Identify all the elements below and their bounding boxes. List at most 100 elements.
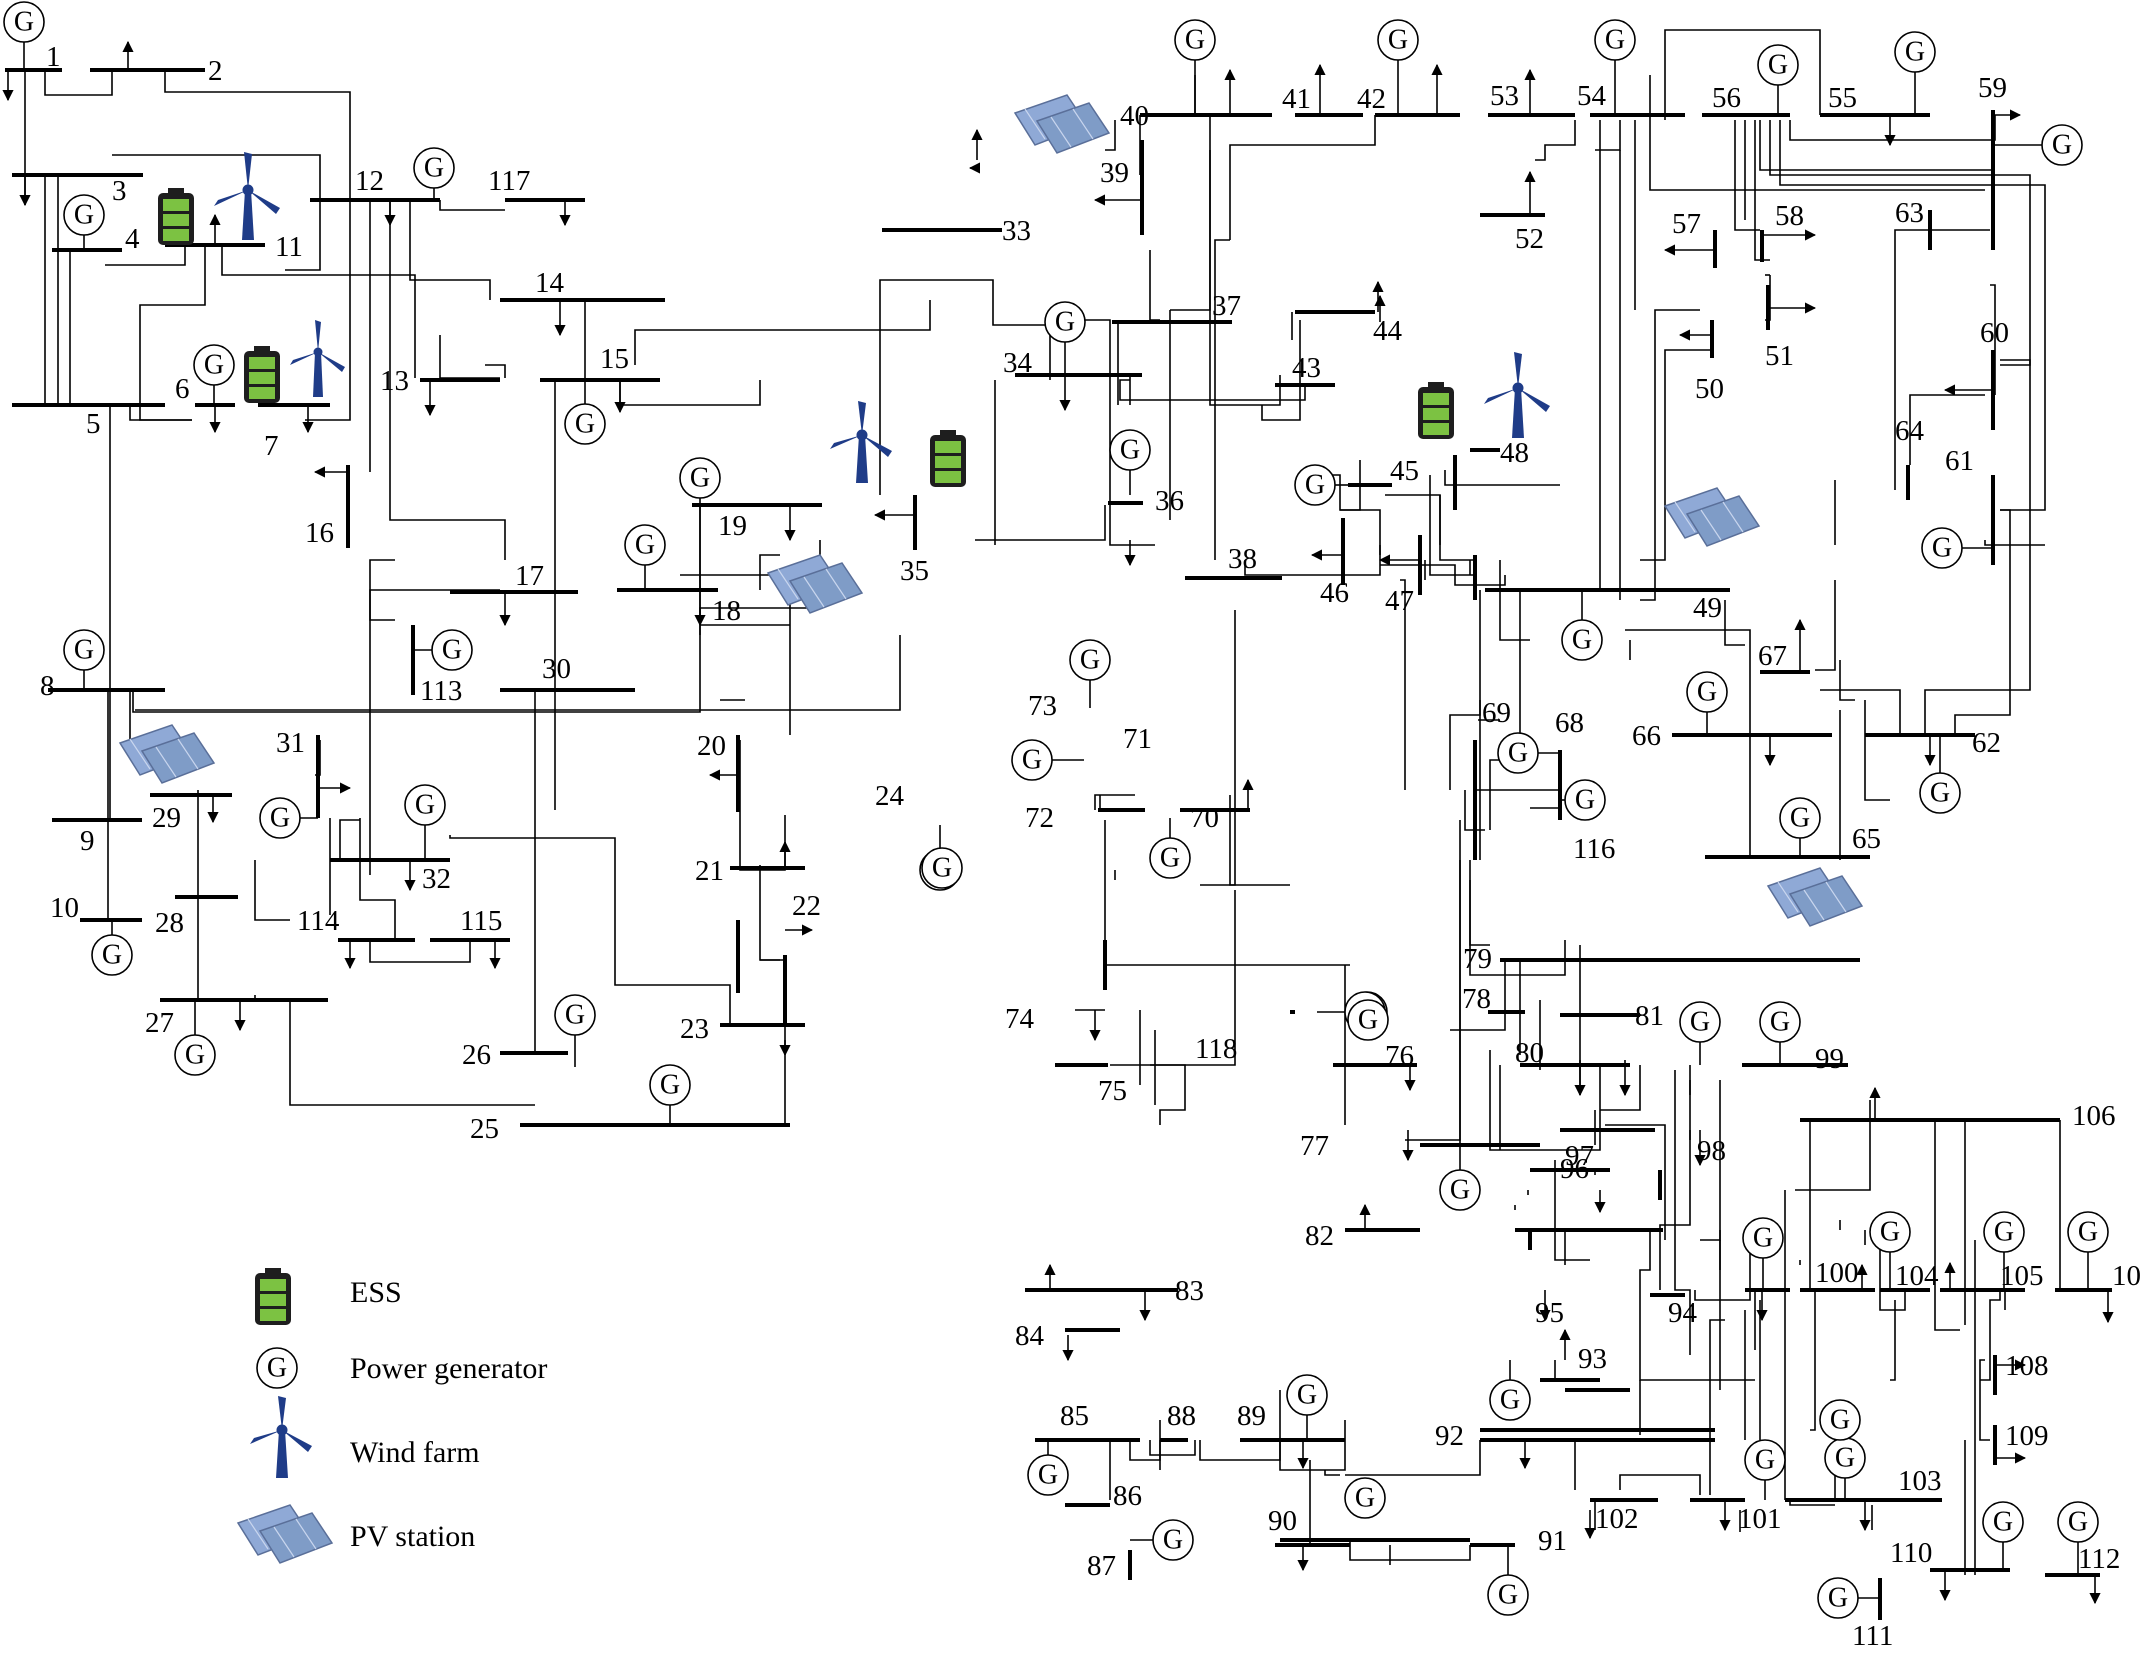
bus-label: 55 xyxy=(1828,82,1857,114)
generator-icon: G xyxy=(1819,1399,1861,1441)
generator-symbol: G xyxy=(1994,1217,2014,1248)
bus-label: 76 xyxy=(1385,1040,1414,1072)
generator-icon: G xyxy=(1894,31,1936,115)
generator-symbol: G xyxy=(660,1070,680,1101)
pv-panel-icon xyxy=(1767,867,1863,927)
generator-symbol: G xyxy=(1358,1005,1378,1036)
generator-symbol: G xyxy=(1575,785,1595,816)
bus-label: 91 xyxy=(1538,1525,1567,1557)
generator-symbol: G xyxy=(1498,1580,1518,1611)
bus-label: 106 xyxy=(2072,1100,2116,1132)
bus-label: 77 xyxy=(1300,1130,1329,1162)
generator-symbol: G xyxy=(1835,1443,1855,1474)
bus-label: 54 xyxy=(1577,80,1607,112)
legend-pv-label: PV station xyxy=(350,1520,475,1553)
bus-label: 5 xyxy=(86,408,101,440)
generator-icon: G xyxy=(1174,19,1216,115)
bus-label: 38 xyxy=(1228,543,1257,575)
generator-icon: G xyxy=(624,524,666,590)
bus-label: 9 xyxy=(80,825,95,857)
generator-icon: G xyxy=(193,344,235,405)
bus-label: 81 xyxy=(1635,1000,1664,1032)
bus-label: 67 xyxy=(1758,640,1787,672)
ess-units xyxy=(158,188,1454,487)
generator-icon: G xyxy=(1594,19,1636,115)
bus-label: 59 xyxy=(1978,72,2007,104)
bus-label: 39 xyxy=(1100,157,1129,189)
bus-label: 13 xyxy=(380,365,409,397)
bus-label: 72 xyxy=(1025,802,1054,834)
bus-label: 86 xyxy=(1113,1480,1142,1512)
bus-label: 30 xyxy=(542,653,571,685)
bus-label: 61 xyxy=(1945,445,1974,477)
legend: ESS G Power generator Wind farm PV stati… xyxy=(237,1268,547,1564)
generator-symbol: G xyxy=(185,1040,205,1071)
generator-symbol: G xyxy=(1305,470,1325,501)
generator-icon: G xyxy=(413,147,455,200)
generator-icon: G xyxy=(2067,1211,2109,1290)
generator-icon: G xyxy=(1069,639,1111,708)
legend-wind-label: Wind farm xyxy=(350,1436,480,1469)
bus-label: 26 xyxy=(462,1039,491,1071)
legend-generator-label: Power generator xyxy=(350,1352,547,1385)
bus-label: 93 xyxy=(1578,1343,1607,1375)
bus-label: 64 xyxy=(1895,415,1925,447)
generator-symbol: G xyxy=(1768,50,1788,81)
bus-label: 82 xyxy=(1305,1220,1334,1252)
bus-label: 11 xyxy=(275,231,303,263)
generator-symbol: G xyxy=(1508,738,1528,769)
bus-label: 18 xyxy=(712,595,741,627)
generator-symbol: G xyxy=(1163,1525,1183,1556)
bus-label: 100 xyxy=(1815,1257,1859,1289)
generator-symbol: G xyxy=(14,7,34,38)
bus-label: 71 xyxy=(1123,723,1152,755)
bus-label: 115 xyxy=(460,905,502,937)
bus-label: 7 xyxy=(264,430,279,462)
generator-icon: G xyxy=(1130,1519,1194,1561)
bus-label: 109 xyxy=(2005,1420,2049,1452)
bus-label: 50 xyxy=(1695,373,1724,405)
bus-label: 66 xyxy=(1632,720,1661,752)
generator-symbol: G xyxy=(1755,1445,1775,1476)
bus-label: 24 xyxy=(875,780,905,812)
bus-label: 48 xyxy=(1500,437,1529,469)
generator-symbol: G xyxy=(565,1000,585,1031)
wind-turbine-icon xyxy=(250,1396,312,1478)
generator-symbol: G xyxy=(1770,1007,1790,1038)
generator-symbol: G xyxy=(442,635,462,666)
generator-symbol: G xyxy=(1905,37,1925,68)
generators: G G G G G G G G G G G G G G G G G G G G … xyxy=(3,1,2109,1619)
bus-label: 84 xyxy=(1015,1320,1045,1352)
bus-label: 32 xyxy=(422,863,451,895)
generator-symbol: G xyxy=(1930,778,1950,809)
wind-turbine-icon xyxy=(1484,352,1550,438)
bus-label: 83 xyxy=(1175,1275,1204,1307)
generator-symbol: G xyxy=(1697,677,1717,708)
bus-label: 20 xyxy=(697,730,726,762)
bus-label: 51 xyxy=(1765,340,1794,372)
generator-icon: G xyxy=(564,379,606,445)
bus-label: 85 xyxy=(1060,1400,1089,1432)
bus-label: 47 xyxy=(1385,585,1414,617)
bus-label: 42 xyxy=(1357,83,1386,115)
generator-icon: G xyxy=(1439,1145,1481,1211)
bus-bars xyxy=(5,68,2112,1620)
bus-label: 49 xyxy=(1693,592,1722,624)
generator-symbol: G xyxy=(204,350,224,381)
bus-label: 15 xyxy=(600,343,629,375)
bus-label: 57 xyxy=(1672,208,1701,240)
bus-label: 33 xyxy=(1002,215,1031,247)
battery-icon xyxy=(158,188,194,245)
generator-icon: G xyxy=(1869,1211,1911,1290)
bus-label: 79 xyxy=(1463,943,1492,975)
generator-symbol: G xyxy=(1605,25,1625,56)
generator-symbol: G xyxy=(424,153,444,184)
bus-label: 75 xyxy=(1098,1075,1127,1107)
generator-symbol: G xyxy=(2068,1507,2088,1538)
generator-icon: G xyxy=(1686,671,1728,735)
generator-icon: G xyxy=(1044,301,1086,377)
bus-label: 90 xyxy=(1268,1505,1297,1537)
bus-label: 37 xyxy=(1212,290,1241,322)
bus-label: 111 xyxy=(1852,1620,1893,1652)
